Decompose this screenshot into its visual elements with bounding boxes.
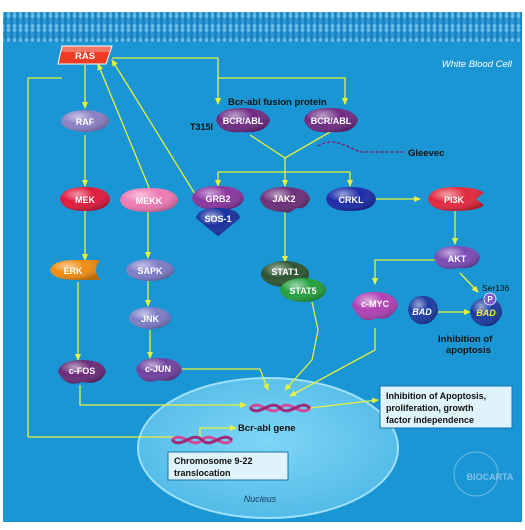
arrow-stat-dna xyxy=(284,301,319,391)
node-bcr-abl-2[interactable]: BCR/ABL xyxy=(304,108,358,133)
jnk-label: JNK xyxy=(141,314,160,324)
effects-line3: factor independence xyxy=(386,415,474,425)
arrow-gene-label xyxy=(199,425,237,438)
node-grb2[interactable]: GRB2 xyxy=(192,186,244,210)
node-cjun[interactable]: c-JUN xyxy=(136,358,182,382)
cfos-label: c-FOS xyxy=(69,366,96,376)
biocarta-logo: BIOCARTA xyxy=(453,451,514,497)
mekk-label: MEKK xyxy=(136,196,163,206)
t315i-label: T315I xyxy=(190,122,213,132)
chromosome-line1: Chromosome 9-22 xyxy=(174,456,253,466)
node-raf[interactable]: RAF xyxy=(61,110,109,132)
node-sos1[interactable]: SOS-1 xyxy=(196,208,240,236)
gleevec-label: Gleevec xyxy=(408,148,444,159)
node-sapk[interactable]: SAPK xyxy=(126,259,174,281)
connectors xyxy=(27,57,479,438)
ras-label: RAS xyxy=(75,51,95,62)
bcr-abl-1-label: BCR/ABL xyxy=(223,116,264,126)
bad-p-label: BAD xyxy=(476,308,496,318)
node-erk[interactable]: ERK xyxy=(50,260,100,280)
arrow-cjun-dna xyxy=(180,368,269,391)
node-bcr-abl-1[interactable]: BCR/ABL xyxy=(216,108,270,133)
node-stat5[interactable]: STAT5 xyxy=(280,278,326,302)
mek-label: MEK xyxy=(75,195,96,205)
sapk-label: SAPK xyxy=(137,266,163,276)
erk-label: ERK xyxy=(63,266,83,276)
stat1-label: STAT1 xyxy=(271,267,298,277)
arrow-grb2-ras xyxy=(111,59,196,195)
effects-line1: Inhibition of Apoptosis, xyxy=(386,391,486,401)
sos1-label: SOS-1 xyxy=(204,214,231,224)
node-mek[interactable]: MEK xyxy=(60,187,110,211)
grb2-label: GRB2 xyxy=(205,194,230,204)
cmyc-label: c-MYC xyxy=(361,299,390,309)
node-bad-phosphorylated[interactable]: BAD P xyxy=(470,292,502,327)
ser136-label: Ser136 xyxy=(482,283,510,293)
phosphate-badge xyxy=(483,292,497,306)
inhibition-apoptosis-line2: apoptosis xyxy=(446,345,491,356)
node-bad[interactable]: BAD xyxy=(408,296,438,325)
nucleus xyxy=(137,377,399,519)
node-crkl[interactable]: CRKL xyxy=(326,187,376,211)
nucleus-label: Nucleus xyxy=(244,494,277,504)
arrow-cfos-dna xyxy=(79,385,247,408)
effects-box: Inhibition of Apoptosis, proliferation, … xyxy=(379,385,513,429)
raf-label: RAF xyxy=(76,117,95,127)
node-pi3k[interactable]: PI3K xyxy=(428,187,484,211)
akt-label: AKT xyxy=(448,254,467,264)
node-mekk[interactable]: MEKK xyxy=(120,188,178,212)
bcr-abl-2-label: BCR/ABL xyxy=(311,116,352,126)
arrow-akt-cmyc xyxy=(372,259,435,285)
effects-line2: proliferation, growth xyxy=(386,403,474,413)
node-cfos[interactable]: c-FOS xyxy=(58,360,106,384)
dna-helix-gene xyxy=(170,435,234,445)
node-jak2[interactable]: JAK2 xyxy=(260,187,310,213)
chromosome-box: Chromosome 9-22 translocation xyxy=(167,451,289,481)
fusion-protein-label: Bcr-abl fusion protein xyxy=(228,97,327,108)
phosphate-label: P xyxy=(487,295,493,304)
bad-label: BAD xyxy=(412,307,432,317)
node-jnk[interactable]: JNK xyxy=(129,307,171,329)
line-gene-ras xyxy=(27,77,62,437)
arrow-dna-effects xyxy=(309,397,379,409)
node-akt[interactable]: AKT xyxy=(434,246,480,269)
dna-helix xyxy=(248,403,312,413)
chromosome-line2: translocation xyxy=(174,468,231,478)
pi3k-label: PI3K xyxy=(444,195,465,205)
arrow-ras-fusion xyxy=(112,57,221,105)
node-cmyc[interactable]: c-MYC xyxy=(352,292,398,321)
cell-membrane xyxy=(3,12,522,42)
crkl-label: CRKL xyxy=(339,195,364,205)
arrow-cmyc-dna xyxy=(289,328,376,397)
logo-text: BIOCARTA xyxy=(467,472,514,482)
arrow-akt-badp xyxy=(459,272,479,293)
gleevec-inhibition-line xyxy=(317,141,404,153)
bcr-abl-gene-label: Bcr-abl gene xyxy=(238,423,296,434)
inhibition-apoptosis-line1: Inhibition of xyxy=(438,334,493,345)
cjun-label: c-JUN xyxy=(145,364,171,374)
stat5-label: STAT5 xyxy=(289,286,316,296)
jak2-label: JAK2 xyxy=(272,194,295,204)
arrow-mekk-ras xyxy=(97,63,151,191)
arrow-fusion-branch xyxy=(218,77,348,105)
cell-label: White Blood Cell xyxy=(442,59,513,70)
node-ras[interactable]: RAS xyxy=(57,45,113,65)
